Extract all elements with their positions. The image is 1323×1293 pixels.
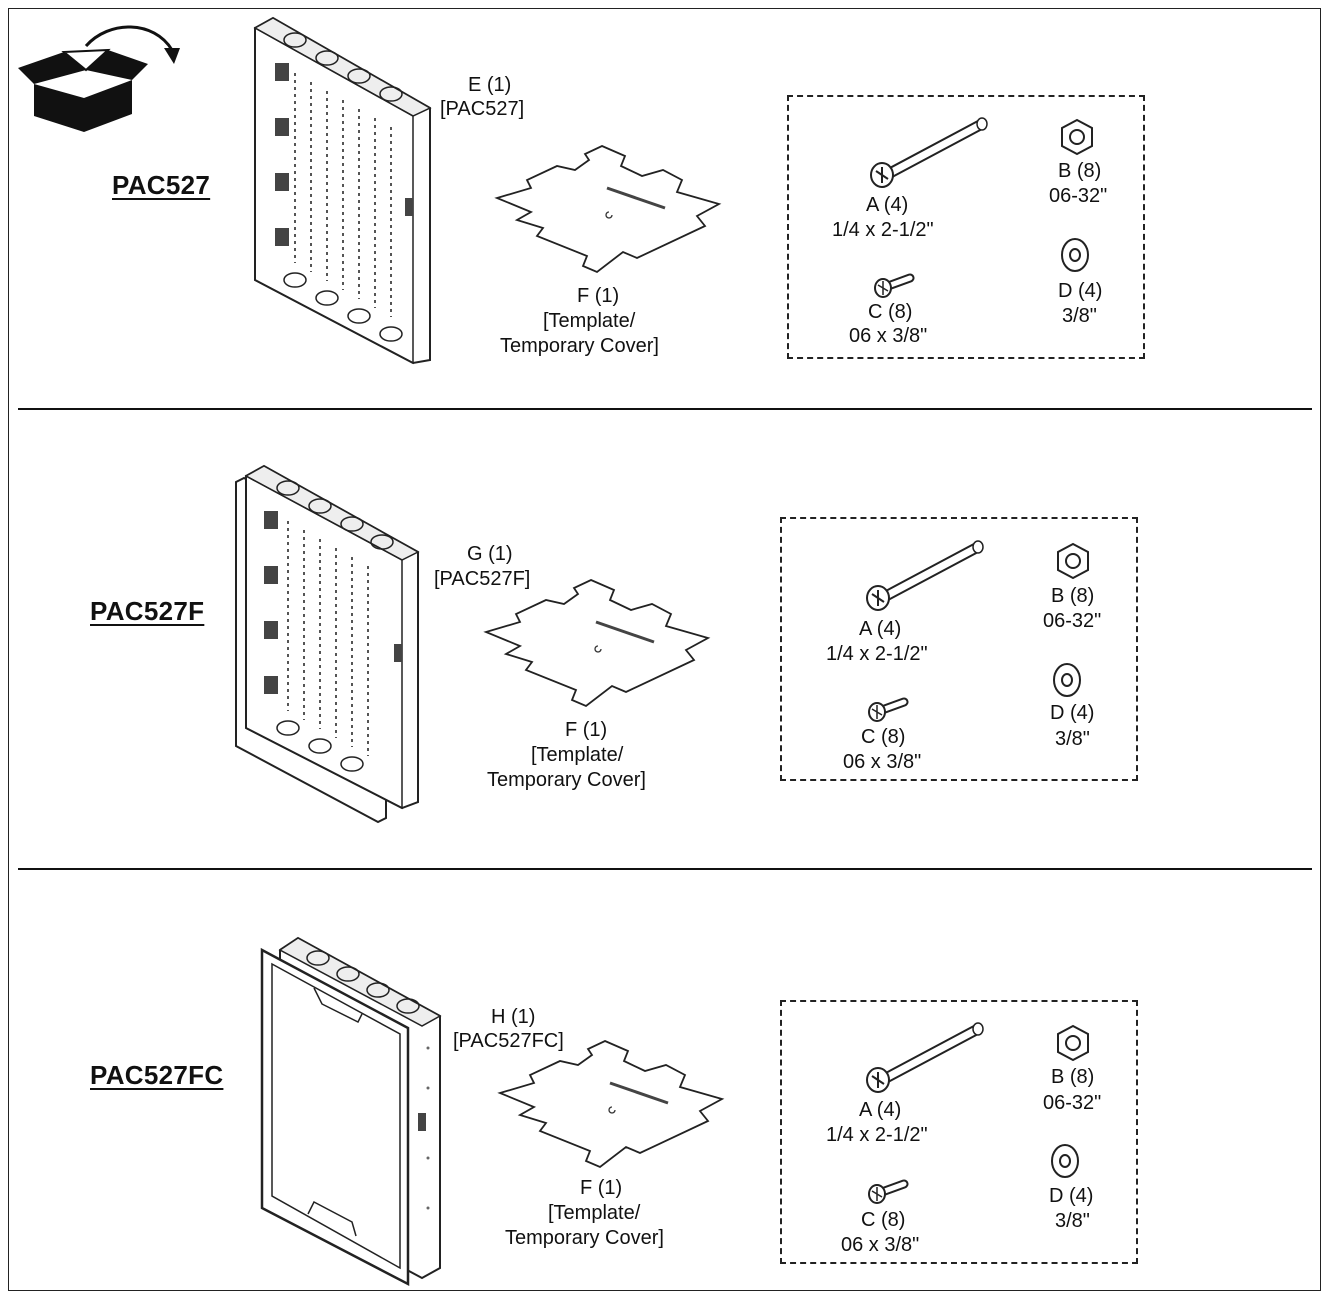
part-d-size: 3/8" <box>1055 1210 1090 1232</box>
part-c-id: C (8) <box>861 726 906 748</box>
enclosure-part: [PAC527F] <box>434 568 531 590</box>
part-b-id: B (8) <box>1058 160 1102 182</box>
part-a-size: 1/4 x 2-1/2" <box>826 1124 928 1146</box>
template-cover-icon <box>497 1040 725 1169</box>
open-box-icon <box>18 25 180 132</box>
template-id: F (1) <box>577 285 620 307</box>
part-a-id: A (4) <box>859 1099 902 1121</box>
long-screw-icon <box>870 117 988 188</box>
template-line2: Temporary Cover] <box>500 335 659 357</box>
part-c-id: C (8) <box>861 1209 906 1231</box>
part-c-size: 06 x 3/8" <box>841 1234 920 1256</box>
model-title: PAC527F <box>90 596 205 626</box>
long-screw-icon <box>866 1022 984 1093</box>
short-screw-icon <box>874 273 915 298</box>
template-cover-icon <box>494 145 722 274</box>
part-b-size: 06-32" <box>1049 185 1108 207</box>
part-c-size: 06 x 3/8" <box>849 325 928 347</box>
section-divider <box>18 868 1312 870</box>
part-d-size: 3/8" <box>1062 305 1097 327</box>
part-b-id: B (8) <box>1051 1066 1095 1088</box>
model-title: PAC527FC <box>90 1060 224 1090</box>
part-d-id: D (4) <box>1050 702 1095 724</box>
hex-nut-icon <box>1057 1024 1089 1062</box>
template-line1: [Template/ <box>548 1202 641 1224</box>
template-id: F (1) <box>565 719 608 741</box>
washer-icon <box>1051 1144 1079 1178</box>
enclosure-id: H (1) <box>491 1006 536 1028</box>
part-b-size: 06-32" <box>1043 1092 1102 1114</box>
enclosure-part: [PAC527FC] <box>453 1030 564 1052</box>
part-a-size: 1/4 x 2-1/2" <box>832 219 934 241</box>
part-d-id: D (4) <box>1058 280 1103 302</box>
hardware-kit-box <box>780 1000 1138 1264</box>
template-line1: [Template/ <box>543 310 636 332</box>
template-line1: [Template/ <box>531 744 624 766</box>
part-d-id: D (4) <box>1049 1185 1094 1207</box>
enclosure-id: G (1) <box>467 543 513 565</box>
part-a-id: A (4) <box>866 194 909 216</box>
enclosure-icon <box>253 16 432 365</box>
model-title: PAC527 <box>112 170 211 200</box>
enclosure-icon <box>260 936 442 1287</box>
section-divider <box>18 408 1312 410</box>
template-line2: Temporary Cover] <box>505 1227 664 1249</box>
enclosure-icon <box>235 464 420 824</box>
enclosure-id: E (1) <box>468 74 512 96</box>
hardware-kit-box <box>780 517 1138 781</box>
long-screw-icon <box>866 540 984 611</box>
washer-icon <box>1053 663 1081 697</box>
short-screw-icon <box>868 1179 909 1204</box>
hardware-kit-box <box>787 95 1145 359</box>
washer-icon <box>1061 238 1089 272</box>
part-a-id: A (4) <box>859 618 902 640</box>
template-line2: Temporary Cover] <box>487 769 646 791</box>
part-b-id: B (8) <box>1051 585 1095 607</box>
diagram-frame <box>8 8 1321 1291</box>
part-c-size: 06 x 3/8" <box>843 751 922 773</box>
hex-nut-icon <box>1057 542 1089 580</box>
enclosure-part: [PAC527] <box>440 98 525 120</box>
part-d-size: 3/8" <box>1055 728 1090 750</box>
part-b-size: 06-32" <box>1043 610 1102 632</box>
part-c-id: C (8) <box>868 301 913 323</box>
part-a-size: 1/4 x 2-1/2" <box>826 643 928 665</box>
hex-nut-icon <box>1061 118 1093 156</box>
template-cover-icon <box>483 579 711 708</box>
short-screw-icon <box>868 697 909 722</box>
template-id: F (1) <box>580 1177 623 1199</box>
